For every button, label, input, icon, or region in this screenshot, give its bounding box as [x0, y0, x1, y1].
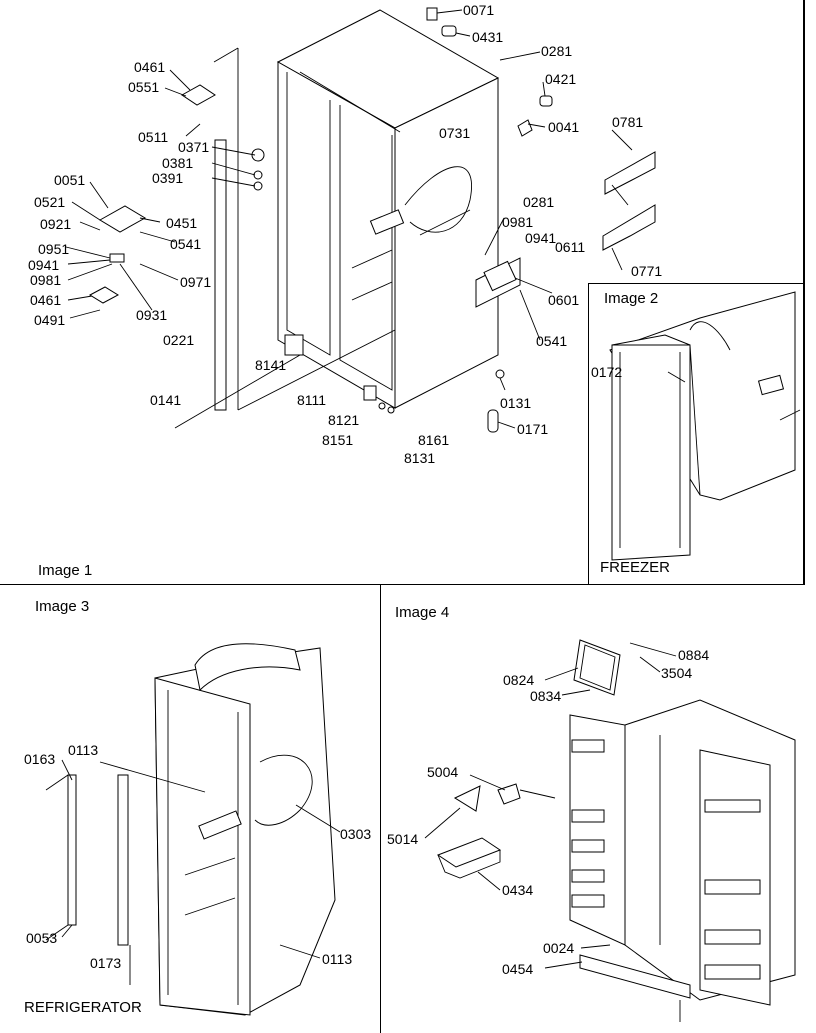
- callout-8111: 8111: [297, 392, 327, 408]
- callout-0391: 0391: [152, 170, 184, 186]
- callout-0601: 0601: [548, 292, 580, 308]
- callout-0281: 0281: [541, 43, 573, 59]
- callout-0163: 0163: [24, 751, 56, 767]
- callout-0454: 0454: [502, 961, 534, 977]
- separator-bottom-vertical: [380, 585, 381, 1033]
- callout-0781: 0781: [612, 114, 644, 130]
- callout-0931: 0931: [136, 307, 168, 323]
- callout-0461: 0461: [30, 292, 62, 308]
- callout-0024: 0024: [543, 940, 575, 956]
- callout-8131: 8131: [404, 450, 436, 466]
- callout-0071: 0071: [463, 2, 495, 18]
- callout-8151: 8151: [322, 432, 354, 448]
- callout-0303: 0303: [340, 826, 372, 842]
- callout-0551: 0551: [128, 79, 160, 95]
- callout-0281: 0281: [523, 194, 555, 210]
- image4-caption: Image 4: [395, 604, 450, 621]
- callout-5014: 5014: [387, 831, 419, 847]
- callout-0131: 0131: [500, 395, 532, 411]
- callout-0521: 0521: [34, 194, 66, 210]
- separator-image2-top: [588, 283, 803, 284]
- callout-0884: 0884: [678, 647, 710, 663]
- callout-0981: 0981: [30, 272, 62, 288]
- image2-title: FREEZER: [600, 559, 671, 576]
- callout-0434: 0434: [502, 882, 534, 898]
- callout-0051: 0051: [54, 172, 86, 188]
- callout-8121: 8121: [328, 412, 360, 428]
- callout-3504: 3504: [661, 665, 693, 681]
- callout-0541: 0541: [170, 236, 202, 252]
- callout-0951: 0951: [38, 241, 70, 257]
- refrigerator-assembly: [45, 643, 336, 1016]
- image3-title: REFRIGERATOR: [24, 999, 142, 1016]
- callout-0491: 0491: [34, 312, 66, 328]
- callout-8161: 8161: [418, 432, 450, 448]
- callout-0371: 0371: [178, 139, 210, 155]
- image1-caption: Image 1: [38, 562, 93, 579]
- callout-8141: 8141: [255, 357, 287, 373]
- callout-0431: 0431: [472, 29, 504, 45]
- callout-0171: 0171: [517, 421, 549, 437]
- callout-0421: 0421: [545, 71, 577, 87]
- callout-0461: 0461: [134, 59, 166, 75]
- callout-0941: 0941: [28, 257, 60, 273]
- callout-0172: 0172: [591, 364, 623, 380]
- callout-0053: 0053: [26, 930, 58, 946]
- callout-5004: 5004: [427, 764, 459, 780]
- callout-0221: 0221: [163, 332, 195, 348]
- separator-image2-left: [588, 283, 589, 585]
- callout-0731: 0731: [439, 125, 471, 141]
- callout-0173: 0173: [90, 955, 122, 971]
- callout-0511: 0511: [138, 129, 169, 145]
- callout-0541: 0541: [536, 333, 568, 349]
- cabinet-assembly: [88, 7, 656, 433]
- callout-0981: 0981: [502, 214, 534, 230]
- callout-0141: 0141: [150, 392, 182, 408]
- callout-0113: 0113: [322, 951, 353, 967]
- leader-lines: [61, 9, 686, 969]
- callout-0971: 0971: [180, 274, 212, 290]
- callout-0771: 0771: [631, 263, 663, 279]
- callout-0834: 0834: [530, 688, 562, 704]
- separator-right-edge: [803, 0, 805, 585]
- callout-0041: 0041: [548, 119, 580, 135]
- callout-0611: 0611: [555, 239, 586, 255]
- callout-0113: 0113: [68, 742, 99, 758]
- freezer-assembly: [609, 291, 801, 561]
- callout-0381: 0381: [162, 155, 194, 171]
- callout-0921: 0921: [40, 216, 72, 232]
- callout-0941: 0941: [525, 230, 557, 246]
- callout-0824: 0824: [503, 672, 535, 688]
- side-by-side-assembly: [436, 639, 796, 1022]
- image3-caption: Image 3: [35, 598, 90, 615]
- image2-caption: Image 2: [604, 290, 659, 307]
- callout-0451: 0451: [166, 215, 198, 231]
- separator-horizontal: [0, 584, 805, 585]
